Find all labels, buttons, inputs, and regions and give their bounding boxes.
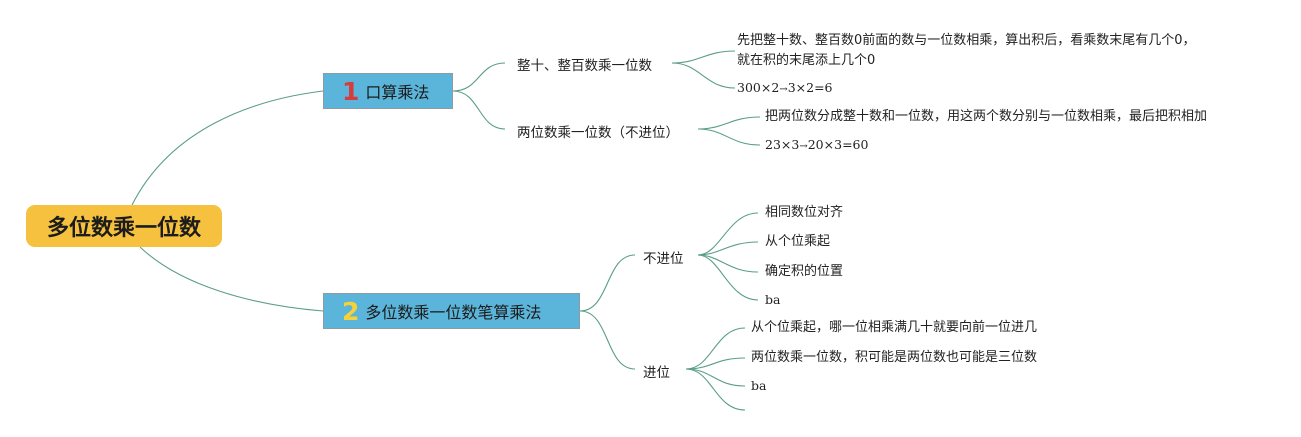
branch-2-label: 多位数乘一位数笔算乘法 <box>365 303 542 322</box>
leaf-product-digits[interactable]: 两位数乘一位数，积可能是两位数也可能是三位数 <box>751 350 1038 365</box>
example-left: 300×2 <box>737 80 780 95</box>
leaf-carry-rule[interactable]: 从个位乘起，哪一位相乘满几十就要向前一位进几 <box>751 320 1038 335</box>
example-right: 20×3=60 <box>807 137 869 152</box>
leaf-split-rule[interactable]: 把两位数分成整十数和一位数，用这两个数分别与一位数相乘，最后把积相加 <box>765 109 1208 124</box>
leaf-example-23x3[interactable]: 23×3→20×3=60 <box>765 134 868 158</box>
leaf-rule-line-1[interactable]: 先把整十数、整百数0前面的数与一位数相乘，算出积后，看乘数末尾有几个0， <box>737 33 1196 48</box>
leaf-start-ones[interactable]: 从个位乘起 <box>765 234 831 249</box>
example-left: 23×3 <box>765 137 800 152</box>
root-topic[interactable]: 多位数乘一位数 <box>26 205 222 247</box>
subtopic-integer-tens[interactable]: 整十、整百数乘一位数 <box>517 58 652 74</box>
subtopic-no-carry[interactable]: 不进位 <box>643 251 684 267</box>
leaf-ba-2[interactable]: ba <box>751 378 767 393</box>
branch-1-label: 口算乘法 <box>365 83 430 102</box>
subtopic-two-digit-no-carry[interactable]: 两位数乘一位数（不进位） <box>517 125 679 141</box>
leaf-rule-line-2[interactable]: 就在积的末尾添上几个0 <box>737 53 876 68</box>
root-label: 多位数乘一位数 <box>46 216 201 241</box>
leaf-example-300x2[interactable]: 300×2→3×2=6 <box>737 77 833 101</box>
branch-1-number: 1 <box>342 76 360 106</box>
leaf-product-position[interactable]: 确定积的位置 <box>765 264 844 279</box>
subtopic-carry[interactable]: 进位 <box>643 365 670 381</box>
branch-2-number: 2 <box>342 296 360 326</box>
leaf-ba-1[interactable]: ba <box>765 292 781 307</box>
branch-2-topic[interactable]: 2 多位数乘一位数笔算乘法 <box>323 293 580 329</box>
arrow-icon: → <box>779 84 788 95</box>
arrow-icon: → <box>799 141 808 152</box>
example-right: 3×2=6 <box>787 80 833 95</box>
branch-1-topic[interactable]: 1 口算乘法 <box>323 73 453 109</box>
leaf-align-digits[interactable]: 相同数位对齐 <box>765 205 844 220</box>
